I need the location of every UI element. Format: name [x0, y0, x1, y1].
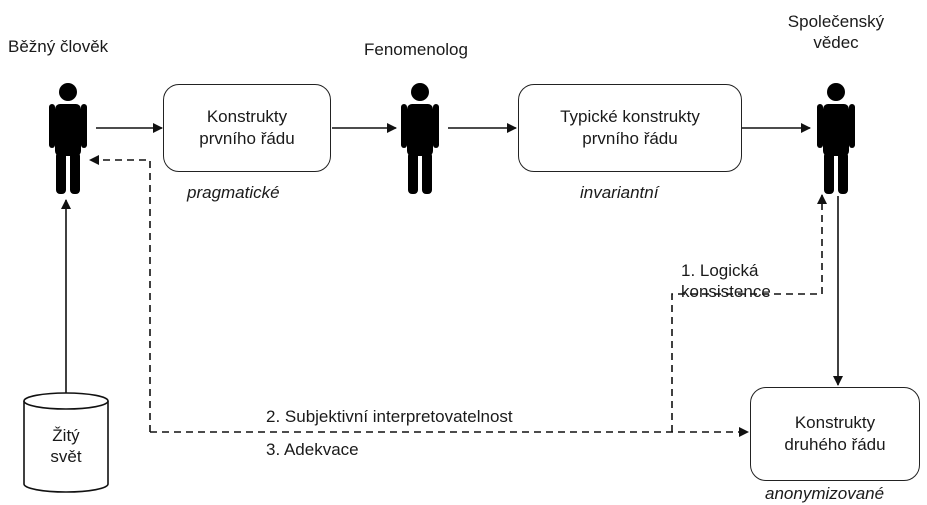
second-order-caption: anonymizované: [765, 484, 885, 503]
first-order-box-line2: prvního řádu: [199, 129, 295, 148]
lived-world-cylinder: [23, 392, 109, 493]
first-order-caption: pragmatické: [187, 183, 280, 202]
adequacy-label: 3. Adekvace: [266, 440, 359, 459]
common-person-figure: [49, 83, 87, 194]
first-order-constructs-box: Konstrukty prvního řádu: [163, 84, 331, 172]
second-order-box-line1: Konstrukty: [794, 413, 876, 432]
lived-world-label-line1: Žitý: [52, 426, 80, 445]
lived-world-label: Žitý svět: [24, 425, 108, 467]
logical-consistency-label: 1. Logická konsistence: [681, 260, 771, 302]
phenomenologist-figure: [401, 83, 439, 194]
logical-consistency-line2: konsistence: [681, 282, 771, 301]
second-order-constructs-box: Konstrukty druhého řádu: [750, 387, 920, 481]
social-scientist-label: Společenský vědec: [776, 11, 896, 53]
social-scientist-label-line1: Společenský: [787, 12, 885, 31]
second-order-box-line2: druhého řádu: [784, 435, 886, 454]
social-scientist-label-line2: vědec: [813, 33, 859, 52]
common-person-label: Běžný člověk: [8, 37, 109, 56]
subjective-interpretability-label: 2. Subjektivní interpretovatelnost: [266, 407, 513, 426]
phenomenologist-label: Fenomenolog: [364, 40, 468, 59]
typical-first-order-caption: invariantní: [580, 183, 659, 202]
social-scientist-figure: [817, 83, 855, 194]
dashed-arrow-logical-consistency: [671, 194, 827, 432]
first-order-box-line1: Konstrukty: [206, 107, 288, 126]
lived-world-label-line2: svět: [50, 447, 82, 466]
typical-box-line2: prvního řádu: [582, 129, 678, 148]
logical-consistency-line1: 1. Logická: [681, 261, 759, 280]
typical-box-line1: Typické konstrukty: [560, 107, 700, 126]
dashed-arrow-back-to-person: [89, 155, 151, 432]
typical-first-order-constructs-box: Typické konstrukty prvního řádu: [518, 84, 742, 172]
